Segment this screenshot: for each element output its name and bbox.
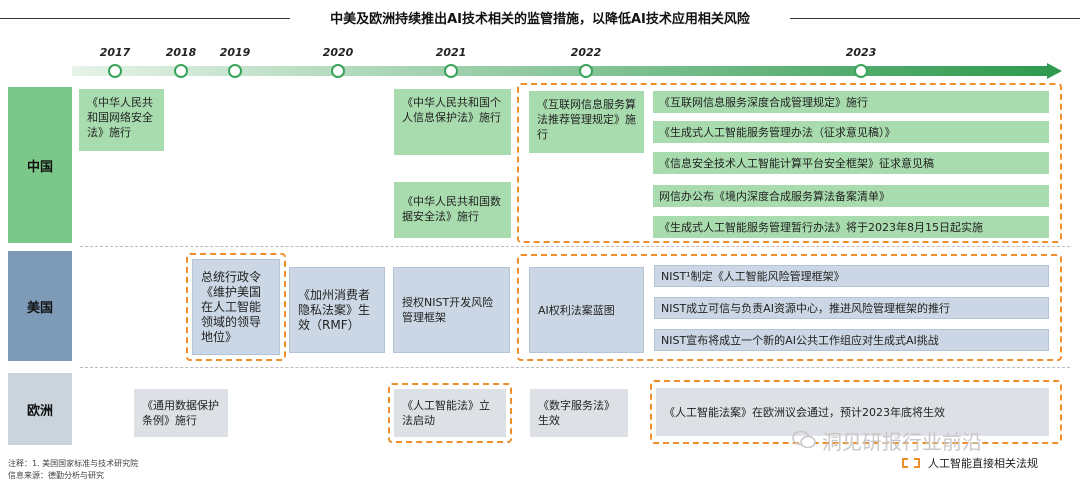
timeline-dot-2017	[108, 64, 122, 78]
china-card-2021-b: 《中华人民共和国数据安全法》施行	[394, 182, 511, 238]
timeline-dot-2018	[174, 64, 188, 78]
row-separator	[80, 367, 1070, 368]
china-card-2021-a: 《中华人民共和国个人信息保护法》施行	[394, 89, 511, 155]
eu-card-2022: 《数字服务法》生效	[530, 389, 628, 437]
eu-card-2018: 《通用数据保护条例》施行	[134, 389, 228, 437]
title-rule-left	[0, 18, 290, 19]
year-label-2019: 2019	[219, 46, 251, 59]
year-label-2023: 2023	[845, 46, 877, 59]
china-card-2022: 《互联网信息服务算法推荐管理规定》施行	[529, 91, 644, 153]
row-separator	[80, 246, 1070, 247]
usa-2019-highlight	[186, 253, 286, 361]
year-label-2020: 2020	[322, 46, 354, 59]
page-title: 中美及欧洲持续推出AI技术相关的监管措施，以降低AI技术应用相关风险	[330, 12, 750, 27]
china-2023-item: 网信办公布《境内深度合成服务算法备案清单》	[653, 185, 1049, 207]
watermark: 洞见研报行业前沿	[792, 426, 1062, 454]
usa-card-2020: 《加州消费者隐私法案》生效（RMF）	[289, 267, 385, 353]
china-2022-2023-highlight	[517, 83, 1062, 243]
timeline-dot-2019	[228, 64, 242, 78]
country-china: 中国	[8, 87, 72, 243]
year-label-2022: 2022	[570, 46, 602, 59]
usa-card-2021: 授权NIST开发风险管理框架	[393, 267, 510, 353]
legend-dashed-swatch	[902, 458, 920, 468]
footnote: 注释：1. 美国国家标准与技术研究院	[8, 459, 139, 468]
country-eu: 欧洲	[8, 373, 72, 445]
usa-2023-item: NIST成立可信与负责AI资源中心，推进风险管理框架的推行	[654, 297, 1049, 319]
wechat-icon	[792, 430, 816, 450]
eu-2021-highlight	[388, 383, 512, 443]
year-label-2021: 2021	[435, 46, 467, 59]
usa-2022-2023-highlight	[517, 254, 1062, 361]
timeline-dot-2021	[444, 64, 458, 78]
watermark-text: 洞见研报行业前沿	[822, 429, 982, 454]
country-usa: 美国	[8, 251, 72, 361]
year-label-2017: 2017	[99, 46, 131, 59]
source-note: 信息来源：德勤分析与研究	[8, 471, 104, 480]
usa-card-2019: 总统行政令《维护美国在人工智能领域的领导地位》	[192, 259, 280, 355]
eu-card-2021: 《人工智能法》立法启动	[394, 389, 506, 437]
eu-card-2023: 《人工智能法案》在欧洲议会通过，预计2023年底将生效	[656, 388, 1049, 436]
china-card-2017: 《中华人民共和国网络安全法》施行	[79, 89, 164, 151]
timeline-arrow	[72, 63, 1062, 79]
title-rule-right	[790, 18, 1080, 19]
china-2023-item: 《生成式人工智能服务管理办法（征求意见稿）》	[653, 121, 1049, 143]
year-label-2018: 2018	[165, 46, 197, 59]
china-2023-item: 《信息安全技术人工智能计算平台安全框架》征求意见稿	[653, 152, 1049, 174]
usa-2023-item: NIST¹制定《人工智能风险管理框架》	[654, 265, 1049, 287]
usa-card-2022: AI权利法案蓝图	[529, 267, 644, 353]
eu-2023-highlight	[650, 380, 1062, 444]
legend-label: 人工智能直接相关法规	[928, 457, 1038, 470]
timeline-dot-2023	[854, 64, 868, 78]
timeline-dot-2020	[331, 64, 345, 78]
china-2023-item: 《生成式人工智能服务管理暂行办法》将于2023年8月15日起实施	[653, 216, 1049, 238]
usa-2023-item: NIST宣布将成立一个新的AI公共工作组应对生成式AI挑战	[654, 329, 1049, 351]
china-2023-item: 《互联网信息服务深度合成管理规定》施行	[653, 91, 1049, 113]
timeline-dot-2022	[579, 64, 593, 78]
